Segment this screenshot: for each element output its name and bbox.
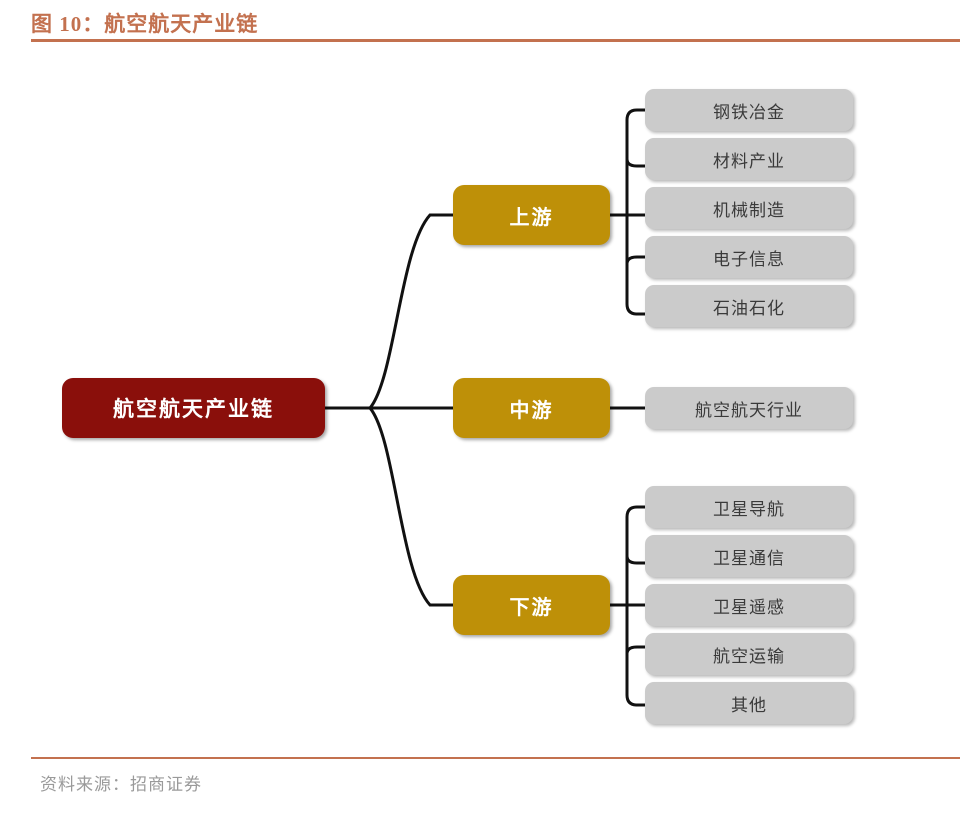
node-leaf-upstream-1[interactable]: 钢铁冶金	[645, 89, 853, 131]
node-leaf-downstream-2[interactable]: 卫星通信	[645, 535, 853, 577]
node-leaf-downstream-5[interactable]: 其他	[645, 682, 853, 724]
connector-downstream-leaf-4	[625, 645, 647, 656]
node-leaf-downstream-3[interactable]: 卫星遥感	[645, 584, 853, 626]
spine-upstream	[625, 108, 647, 316]
node-stage-upstream[interactable]: 上游	[453, 185, 610, 245]
node-leaf-upstream-2[interactable]: 材料产业	[645, 138, 853, 180]
node-leaf-midstream-1[interactable]: 航空航天行业	[645, 387, 853, 429]
spine-downstream	[625, 505, 647, 707]
node-leaf-upstream-5[interactable]: 石油石化	[645, 285, 853, 327]
header-divider	[31, 39, 960, 42]
page-title: 图 10：航空航天产业链	[31, 12, 259, 36]
connector-upstream-leaf-2	[625, 157, 647, 168]
connector-hub-downstream	[368, 406, 455, 607]
node-leaf-downstream-1[interactable]: 卫星导航	[645, 486, 853, 528]
industry-chain-diagram: 航空航天产业链 上游 中游 下游 钢铁冶金 材料产业 机械制造 电子信息 石油石…	[0, 48, 966, 754]
node-leaf-downstream-4[interactable]: 航空运输	[645, 633, 853, 675]
node-leaf-upstream-4[interactable]: 电子信息	[645, 236, 853, 278]
connector-hub-upstream	[368, 213, 455, 410]
connector-downstream-leaf-2	[625, 554, 647, 565]
node-stage-midstream[interactable]: 中游	[453, 378, 610, 438]
node-stage-downstream[interactable]: 下游	[453, 575, 610, 635]
node-leaf-upstream-3[interactable]: 机械制造	[645, 187, 853, 229]
footer-divider	[31, 757, 960, 759]
connector-upstream-leaf-4	[625, 255, 647, 266]
source-note: 资料来源：招商证券	[40, 775, 202, 794]
node-root[interactable]: 航空航天产业链	[62, 378, 325, 438]
